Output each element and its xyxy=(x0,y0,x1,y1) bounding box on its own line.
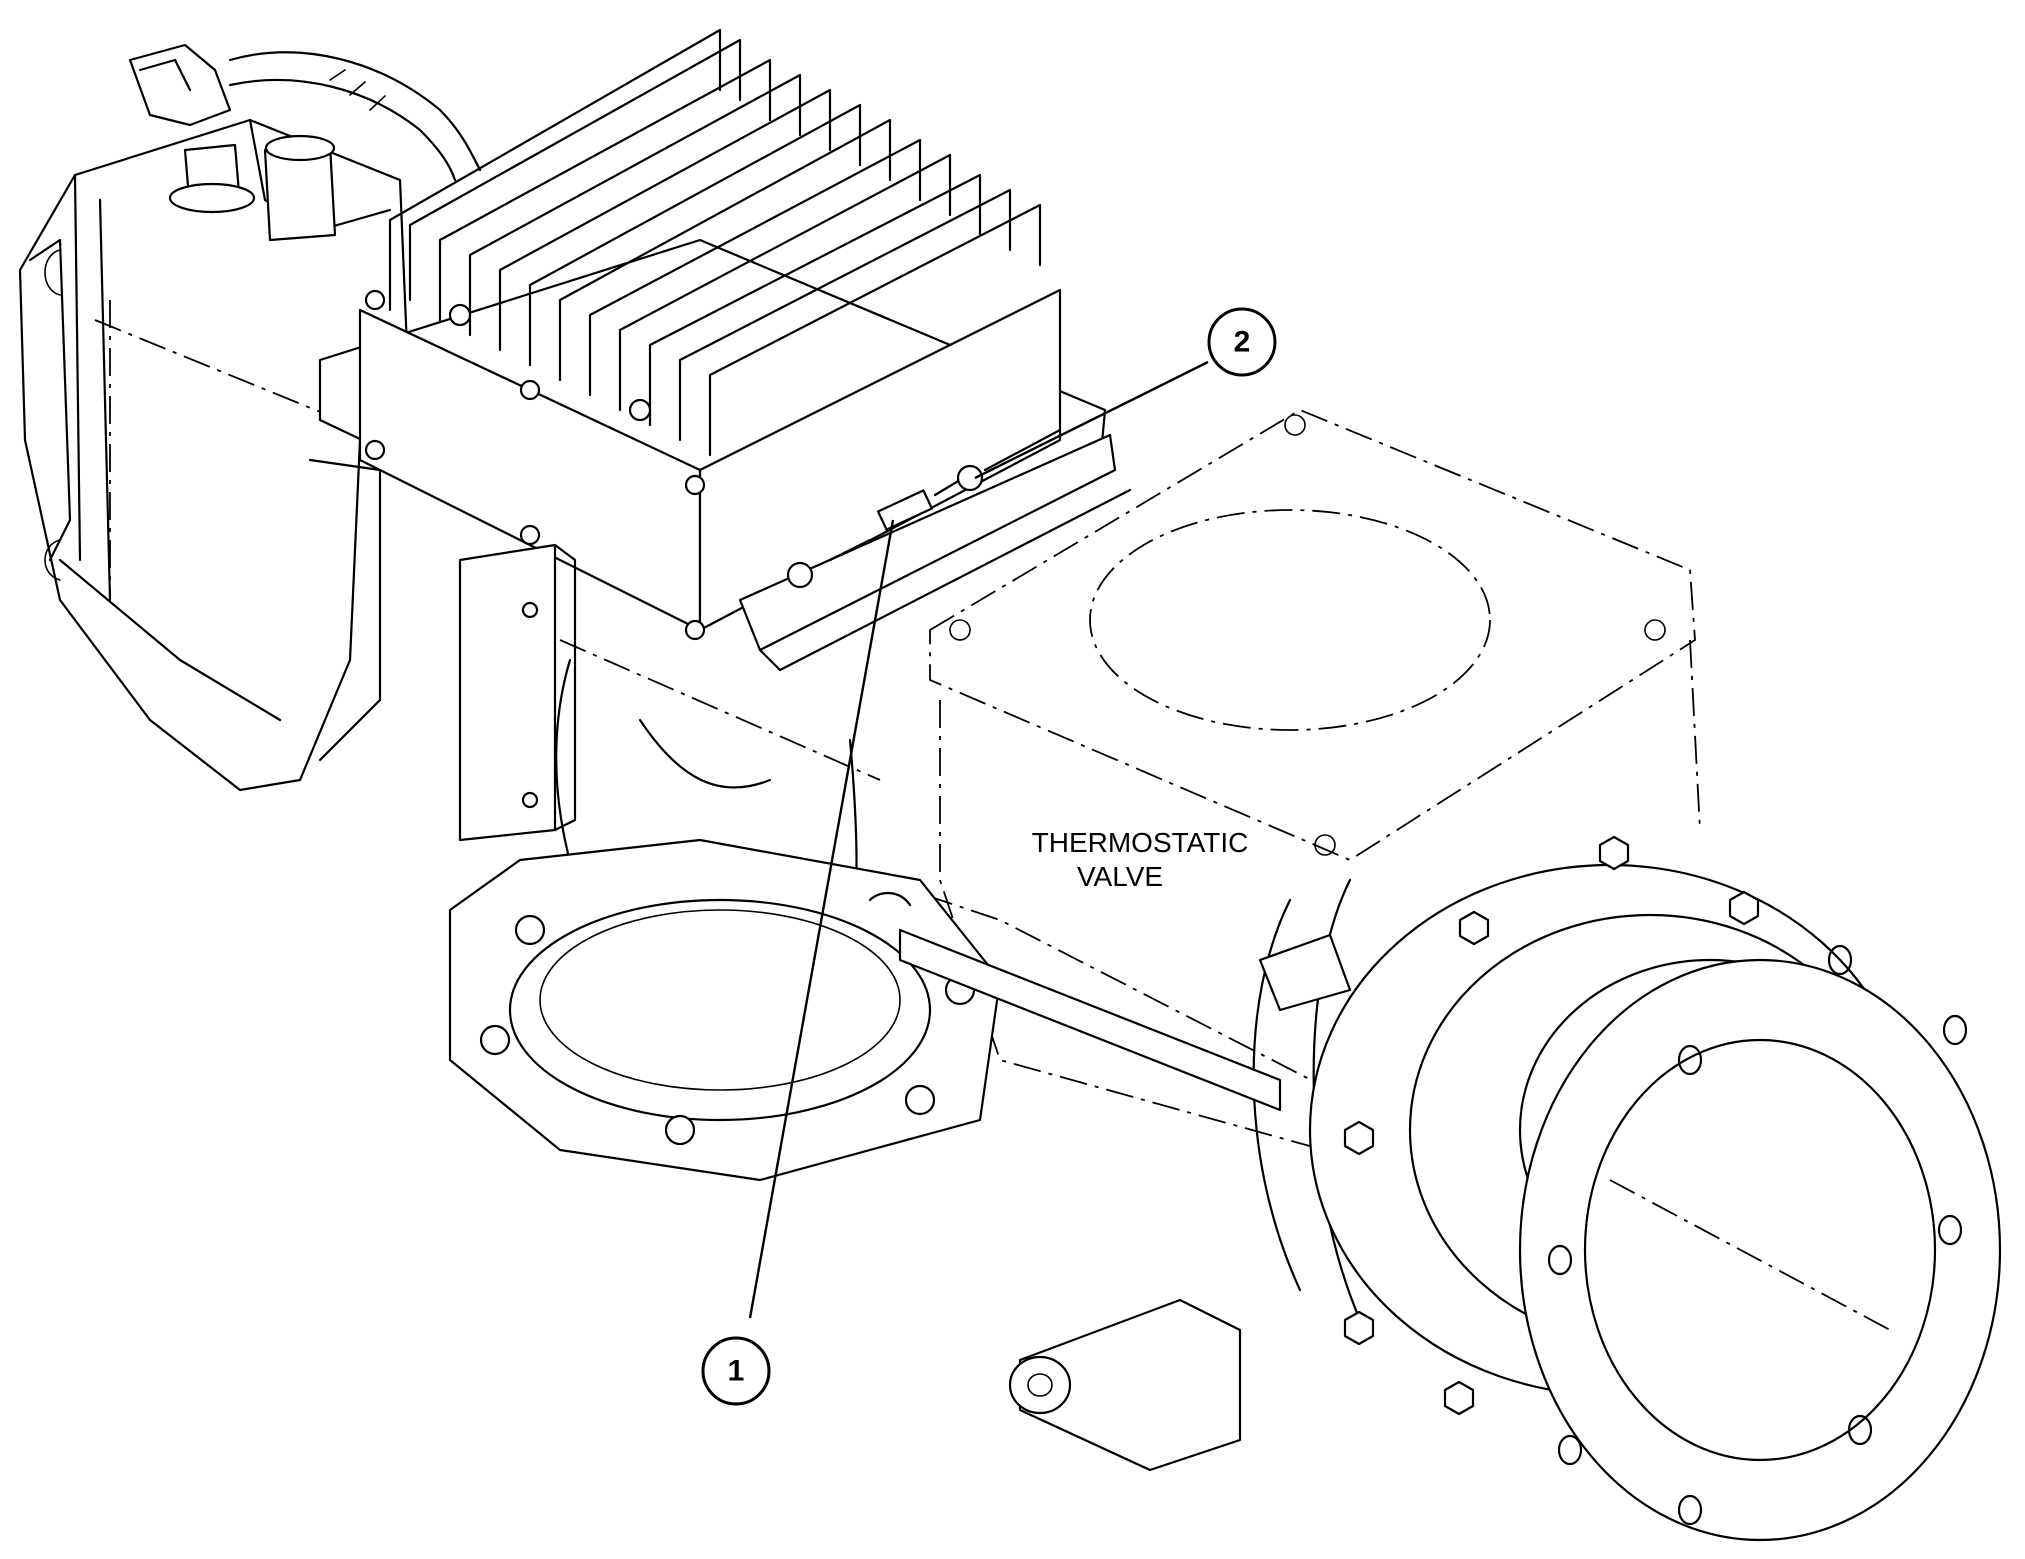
thermostatic-valve-body xyxy=(559,408,1701,1161)
electrical-connector xyxy=(128,43,482,242)
heatsink-fins xyxy=(388,28,1042,457)
motor-body xyxy=(18,118,412,792)
callout-2: 2 xyxy=(1207,307,1277,377)
callout-1-number: 1 xyxy=(728,1355,745,1388)
outlet-flange xyxy=(1252,835,2002,1542)
valve-label-line1: THERMOSTATIC xyxy=(1032,827,1249,858)
bypass-tube xyxy=(1008,1298,1242,1472)
callout-1-leader xyxy=(748,519,895,1319)
sensor-rail xyxy=(738,428,1132,672)
valve-label-line2: VALVE xyxy=(1077,861,1163,892)
controller-heatsink xyxy=(318,28,1107,641)
inlet-elbow xyxy=(448,658,1002,1182)
callout-2-leader xyxy=(974,360,1209,480)
callout-2-number: 2 xyxy=(1234,326,1251,359)
callout-1: 1 xyxy=(701,1336,771,1406)
mounting-bracket xyxy=(458,543,577,842)
support-rail xyxy=(868,892,1352,1112)
